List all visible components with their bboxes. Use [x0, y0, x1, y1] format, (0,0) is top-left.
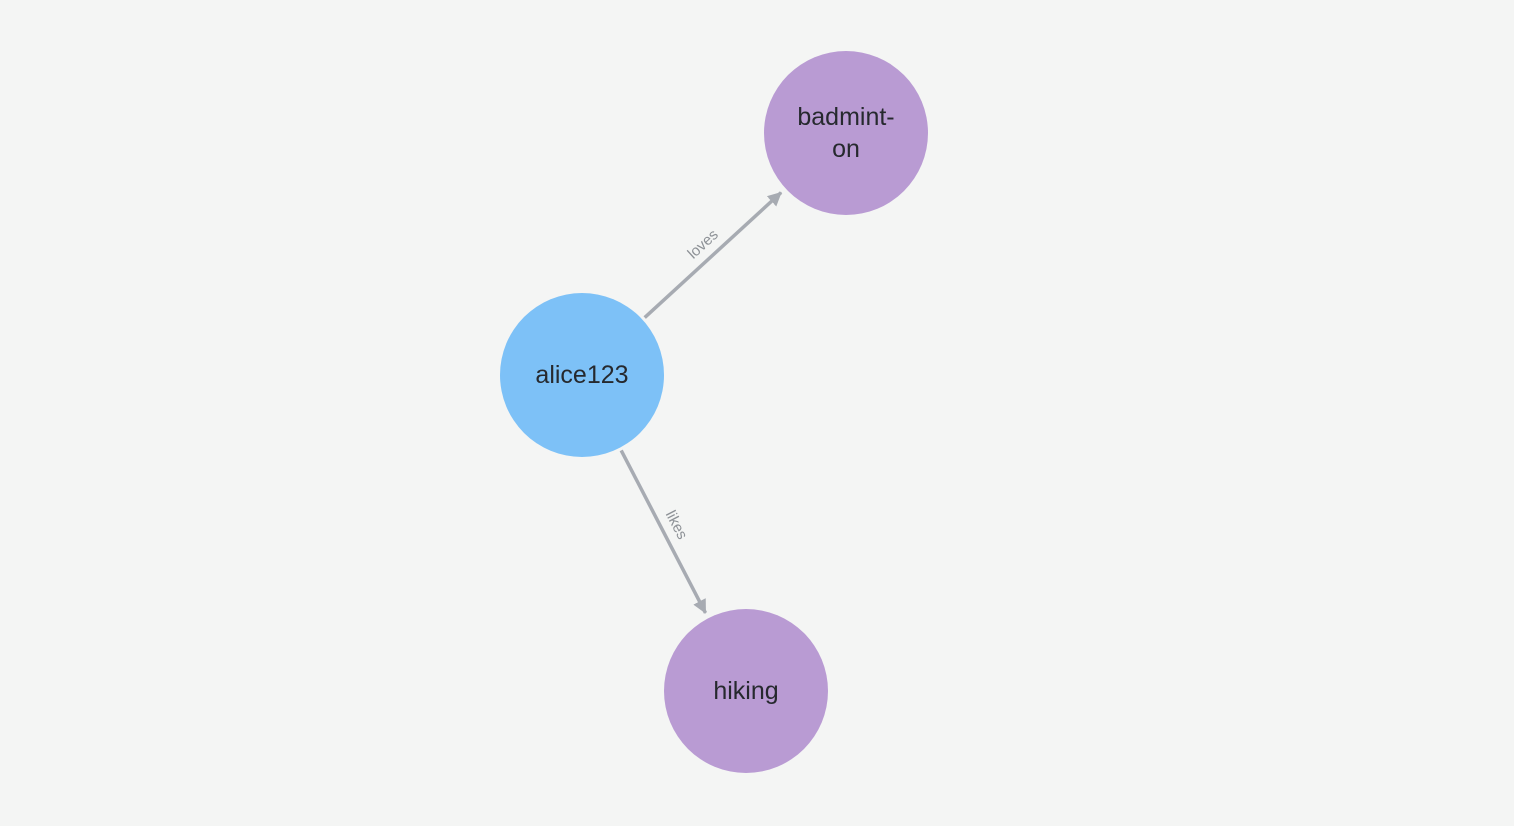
- node-caption: hiking: [713, 675, 778, 707]
- edge-loves: loves: [643, 191, 783, 319]
- node-caption-line: on: [832, 135, 860, 163]
- node-caption: badmint- on: [797, 101, 894, 165]
- node-alice123[interactable]: alice123: [500, 293, 664, 457]
- node-badminton[interactable]: badmint- on: [764, 51, 928, 215]
- edge-label-loves[interactable]: loves: [684, 226, 721, 262]
- node-hiking[interactable]: hiking: [664, 609, 828, 773]
- node-caption-line: badmint-: [797, 103, 895, 131]
- node-caption-line: hiking: [713, 677, 779, 705]
- edge-line-loves[interactable]: [643, 191, 783, 319]
- edge-likes: likes: [619, 449, 708, 614]
- node-caption-line: alice123: [535, 361, 629, 389]
- edge-line-likes[interactable]: [619, 449, 708, 614]
- node-caption: alice123: [535, 359, 628, 391]
